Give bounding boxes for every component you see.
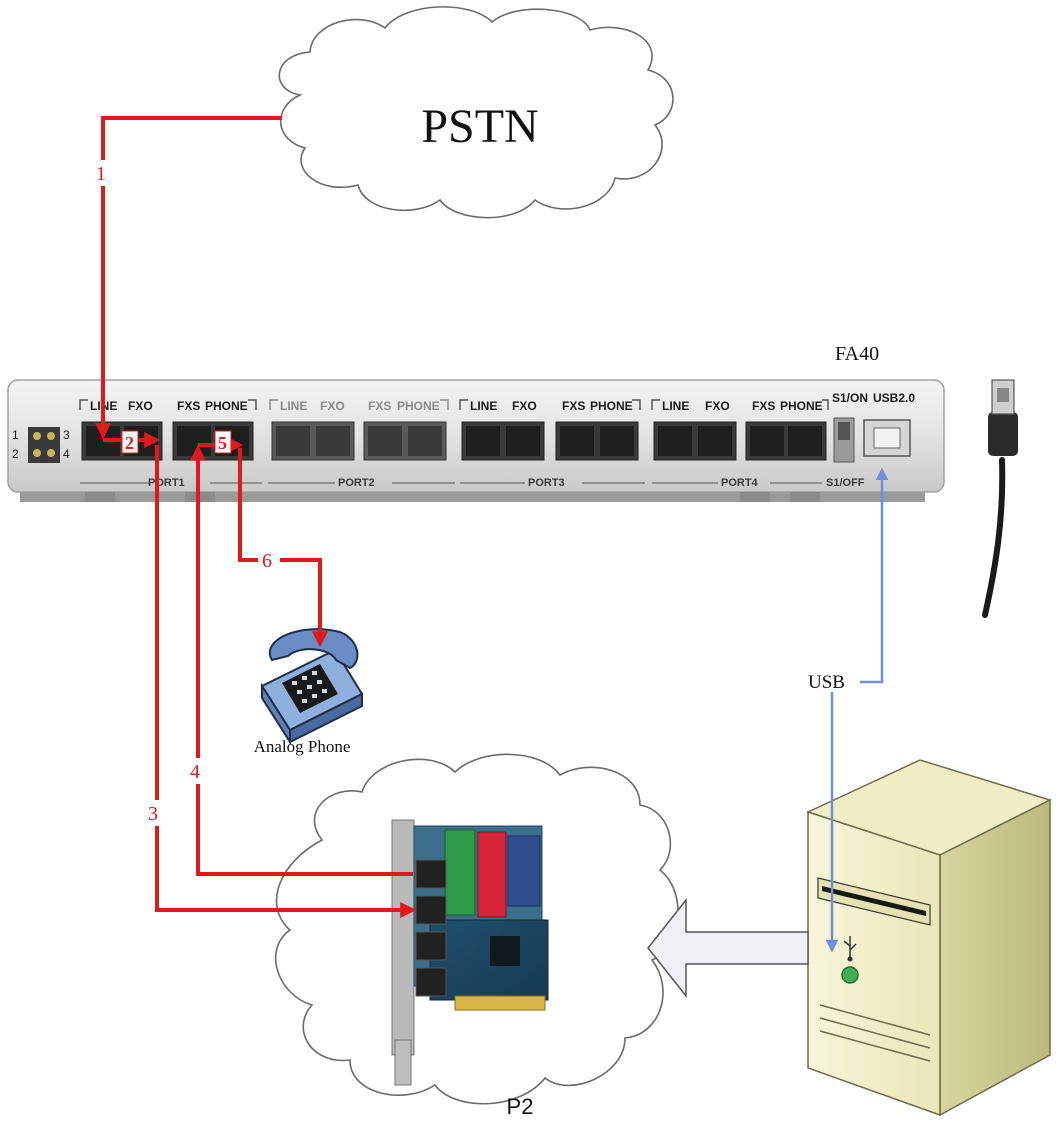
telephony-card <box>391 819 549 1086</box>
svg-text:4: 4 <box>63 447 70 461</box>
svg-text:PORT3: PORT3 <box>528 477 565 489</box>
port1-fxs-jack <box>177 426 211 456</box>
svg-text:S1/ON: S1/ON <box>832 391 868 405</box>
rj11-ports <box>415 859 447 997</box>
install-arrow <box>647 897 809 999</box>
step-1-label: 1 <box>96 163 106 185</box>
svg-text:S1/OFF: S1/OFF <box>826 477 865 489</box>
svg-text:FXS: FXS <box>752 399 775 413</box>
step-4-label: 4 <box>190 761 200 783</box>
port-group-4: LINE FXO FXS PHONE PORT4 <box>651 399 829 502</box>
link-4 <box>190 444 413 876</box>
svg-text:LINE: LINE <box>280 399 307 413</box>
pstn-cloud: PSTN <box>278 6 674 219</box>
svg-text:3: 3 <box>63 428 70 442</box>
device-label: FA40 <box>835 343 879 365</box>
svg-text:1: 1 <box>12 428 19 442</box>
svg-text:FXO: FXO <box>128 399 153 413</box>
svg-text:LINE: LINE <box>662 399 689 413</box>
svg-text:2: 2 <box>12 447 19 461</box>
svg-text:FXO: FXO <box>512 399 537 413</box>
step-6-label: 6 <box>262 550 272 572</box>
step-2-label: 2 <box>125 433 134 453</box>
analog-phone-icon: Analog Phone <box>254 628 364 756</box>
drive-slot <box>822 886 926 916</box>
svg-text:PHONE: PHONE <box>590 399 633 413</box>
svg-text:FXS: FXS <box>368 399 391 413</box>
svg-text:PHONE: PHONE <box>780 399 823 413</box>
usb-icon <box>843 936 857 962</box>
usb-label: USB <box>808 672 845 693</box>
step-3-label: 3 <box>148 803 158 825</box>
switch-usb-section: S1/ON USB2.0 S1/OFF <box>826 391 915 489</box>
step-labels: 1 2 3 4 5 6 <box>92 160 280 826</box>
usb-link: USB <box>806 467 889 953</box>
step-5-label: 5 <box>218 433 227 453</box>
svg-text:PHONE: PHONE <box>205 399 248 413</box>
analog-phone-label: Analog Phone <box>254 737 351 756</box>
link-1 <box>95 116 282 440</box>
svg-text:FXO: FXO <box>320 399 345 413</box>
svg-text:USB2.0: USB2.0 <box>873 391 915 405</box>
led-indicators: 1 2 3 4 <box>12 427 70 463</box>
port-group-3: LINE FXO FXS PHONE PORT3 <box>459 399 645 489</box>
svg-text:PHONE: PHONE <box>397 399 440 413</box>
svg-text:FXS: FXS <box>562 399 585 413</box>
svg-text:FXS: FXS <box>177 399 200 413</box>
svg-text:PORT1: PORT1 <box>148 477 185 489</box>
svg-text:PORT2: PORT2 <box>338 477 375 489</box>
computer-tower <box>805 759 1053 1117</box>
p2-label: P2 <box>507 1094 534 1119</box>
svg-text:PORT4: PORT4 <box>721 477 759 489</box>
power-button-icon <box>841 966 859 984</box>
fa40-device: FA40 1 2 3 4 LINE FXO FXS PHONE <box>7 343 945 502</box>
pstn-label: PSTN <box>421 100 538 153</box>
usb-cable-icon <box>982 379 1018 618</box>
link-3 <box>155 445 417 918</box>
port-group-2: LINE FXO FXS PHONE PORT2 <box>268 399 455 489</box>
svg-text:FXO: FXO <box>705 399 730 413</box>
svg-text:LINE: LINE <box>470 399 497 413</box>
